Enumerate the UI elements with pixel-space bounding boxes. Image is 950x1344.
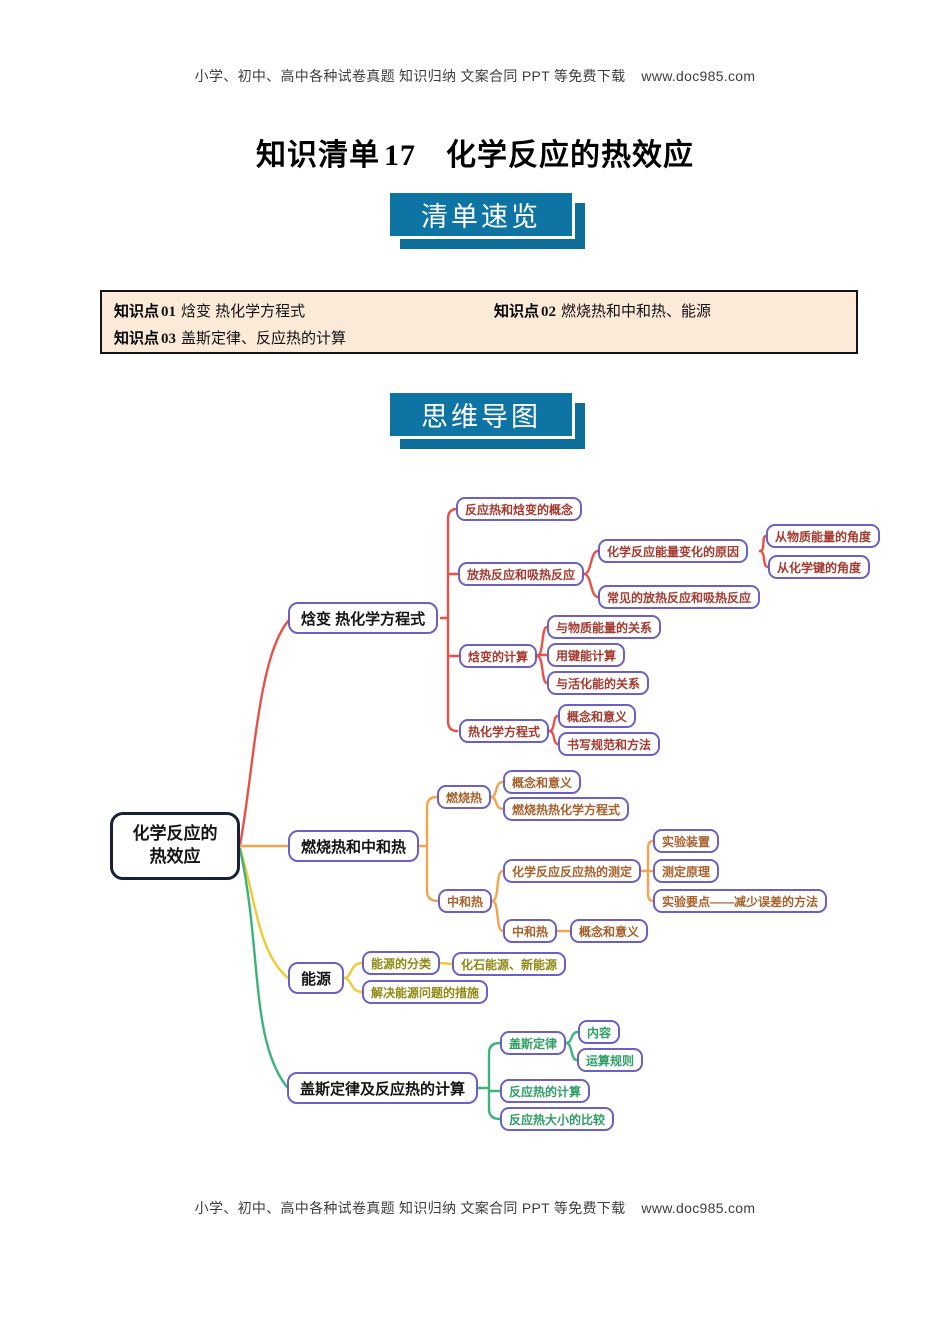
kp3-text: 盖斯定律、反应热的计算 — [181, 330, 347, 347]
branch-hess-connectors — [238, 847, 580, 1121]
mindmap-node-hess-law: 盖斯定律 — [500, 1031, 567, 1055]
kp2-text: 燃烧热和中和热、能源 — [561, 303, 712, 320]
mindmap-node-common-exo-endo: 常见的放热反应和吸热反应 — [598, 585, 761, 609]
mindmap-node-vs-activation-energy: 与活化能的关系 — [547, 671, 650, 695]
mindmap-node-thermochem-equation: 热化学方程式 — [459, 719, 550, 743]
title-number: 17 — [384, 139, 416, 172]
kp1-number: 01 — [161, 304, 177, 320]
mindmap-node-enthalpy-calculation: 焓变的计算 — [459, 644, 538, 668]
mindmap-node-concept-meaning-1: 概念和意义 — [558, 704, 637, 728]
mindmap-node-reaction-heat-calc: 反应热的计算 — [500, 1079, 591, 1103]
mindmap-node-main-combustion: 燃烧热和中和热 — [288, 830, 420, 862]
mindmap-node-concept-meaning-3: 概念和意义 — [570, 919, 649, 943]
kp3-number: 03 — [161, 331, 177, 347]
mindmap-node-matter-energy-view: 从物质能量的角度 — [766, 524, 881, 548]
mindmap-node-fossil-new-energy: 化石能源、新能源 — [452, 952, 567, 976]
mindmap-node-neutralization-sub: 中和热 — [503, 919, 558, 943]
kp1-text: 焓变 热化学方程式 — [181, 303, 306, 320]
mindmap-node-reaction-heat-compare: 反应热大小的比较 — [500, 1107, 615, 1131]
mindmap-node-concept-meaning-2: 概念和意义 — [503, 770, 582, 794]
mindmap-node-neutralization-heat: 中和热 — [438, 889, 493, 913]
mindmap-node-energy-solutions: 解决能源问题的措施 — [362, 980, 489, 1004]
mindmap-node-reaction-heat-measure: 化学反应反应热的测定 — [503, 859, 642, 883]
mindmap-node-root: 化学反应的热效应 — [110, 812, 240, 880]
mindmap-node-main-hess: 盖斯定律及反应热的计算 — [287, 1072, 479, 1104]
header-promo: 小学、初中、高中各种试卷真题 知识归纳 文案合同 PPT 等免费下载 www.do… — [0, 66, 950, 86]
mindmap-node-combustion-thermo-eq: 燃烧热热化学方程式 — [503, 797, 630, 821]
overview-badge-label: 清单速览 — [390, 193, 575, 239]
mindmap-badge-label: 思维导图 — [390, 393, 575, 439]
mindmap-node-energy-change-reason: 化学反应能量变化的原因 — [598, 539, 749, 563]
branch-combustion-connectors — [238, 780, 655, 933]
mindmap-node-reaction-heat-concept: 反应热和焓变的概念 — [456, 497, 583, 521]
mindmap-node-experiment-device: 实验装置 — [653, 829, 720, 853]
kp2-number: 02 — [541, 304, 557, 320]
mindmap-node-writing-norms: 书写规范和方法 — [558, 732, 661, 756]
mindmap-node-chemical-bond-view: 从化学键的角度 — [768, 555, 871, 579]
mindmap-node-energy-classification: 能源的分类 — [362, 951, 441, 975]
title-main: 化学反应的热效应 — [446, 139, 694, 172]
overview-badge: 清单速览 — [390, 193, 585, 249]
mindmap-node-main-enthalpy: 焓变 热化学方程式 — [288, 602, 439, 634]
mindmap-node-content: 内容 — [578, 1020, 621, 1044]
mindmap-node-measure-principle: 测定原理 — [653, 859, 720, 883]
mindmap-node-main-energy: 能源 — [288, 962, 345, 994]
mindmap-node-operation-rules: 运算规则 — [577, 1048, 644, 1072]
mindmap-node-vs-matter-energy: 与物质能量的关系 — [547, 615, 662, 639]
kp3-label: 知识点 — [114, 330, 160, 347]
header-promo-text: 小学、初中、高中各种试卷真题 知识归纳 文案合同 PPT 等免费下载 — [194, 68, 626, 84]
mindmap-node-bond-energy-calc: 用键能计算 — [547, 643, 626, 667]
kp1-label: 知识点 — [114, 303, 160, 320]
mindmap-node-combustion-heat: 燃烧热 — [437, 785, 492, 809]
mindmap-node-experiment-keypoints: 实验要点——减少误差的方法 — [653, 889, 828, 913]
mindmap-badge: 思维导图 — [390, 393, 585, 449]
footer-promo: 小学、初中、高中各种试卷真题 知识归纳 文案合同 PPT 等免费下载 www.do… — [0, 1198, 950, 1218]
branch-enthalpy-connectors — [238, 507, 770, 847]
header-site-url: www.doc985.com — [641, 68, 756, 84]
footer-site-url: www.doc985.com — [641, 1200, 756, 1216]
branch-energy-connectors — [238, 846, 454, 994]
kp2-label: 知识点 — [494, 303, 540, 320]
title-prefix: 知识清单 — [256, 139, 380, 172]
footer-promo-text: 小学、初中、高中各种试卷真题 知识归纳 文案合同 PPT 等免费下载 — [194, 1200, 626, 1216]
mindmap-node-exo-endo-reactions: 放热反应和吸热反应 — [458, 562, 585, 586]
mindmap: 化学反应的热效应 焓变 热化学方程式 反应热和焓变的概念 放热反应和吸热反应 化… — [0, 460, 950, 1160]
